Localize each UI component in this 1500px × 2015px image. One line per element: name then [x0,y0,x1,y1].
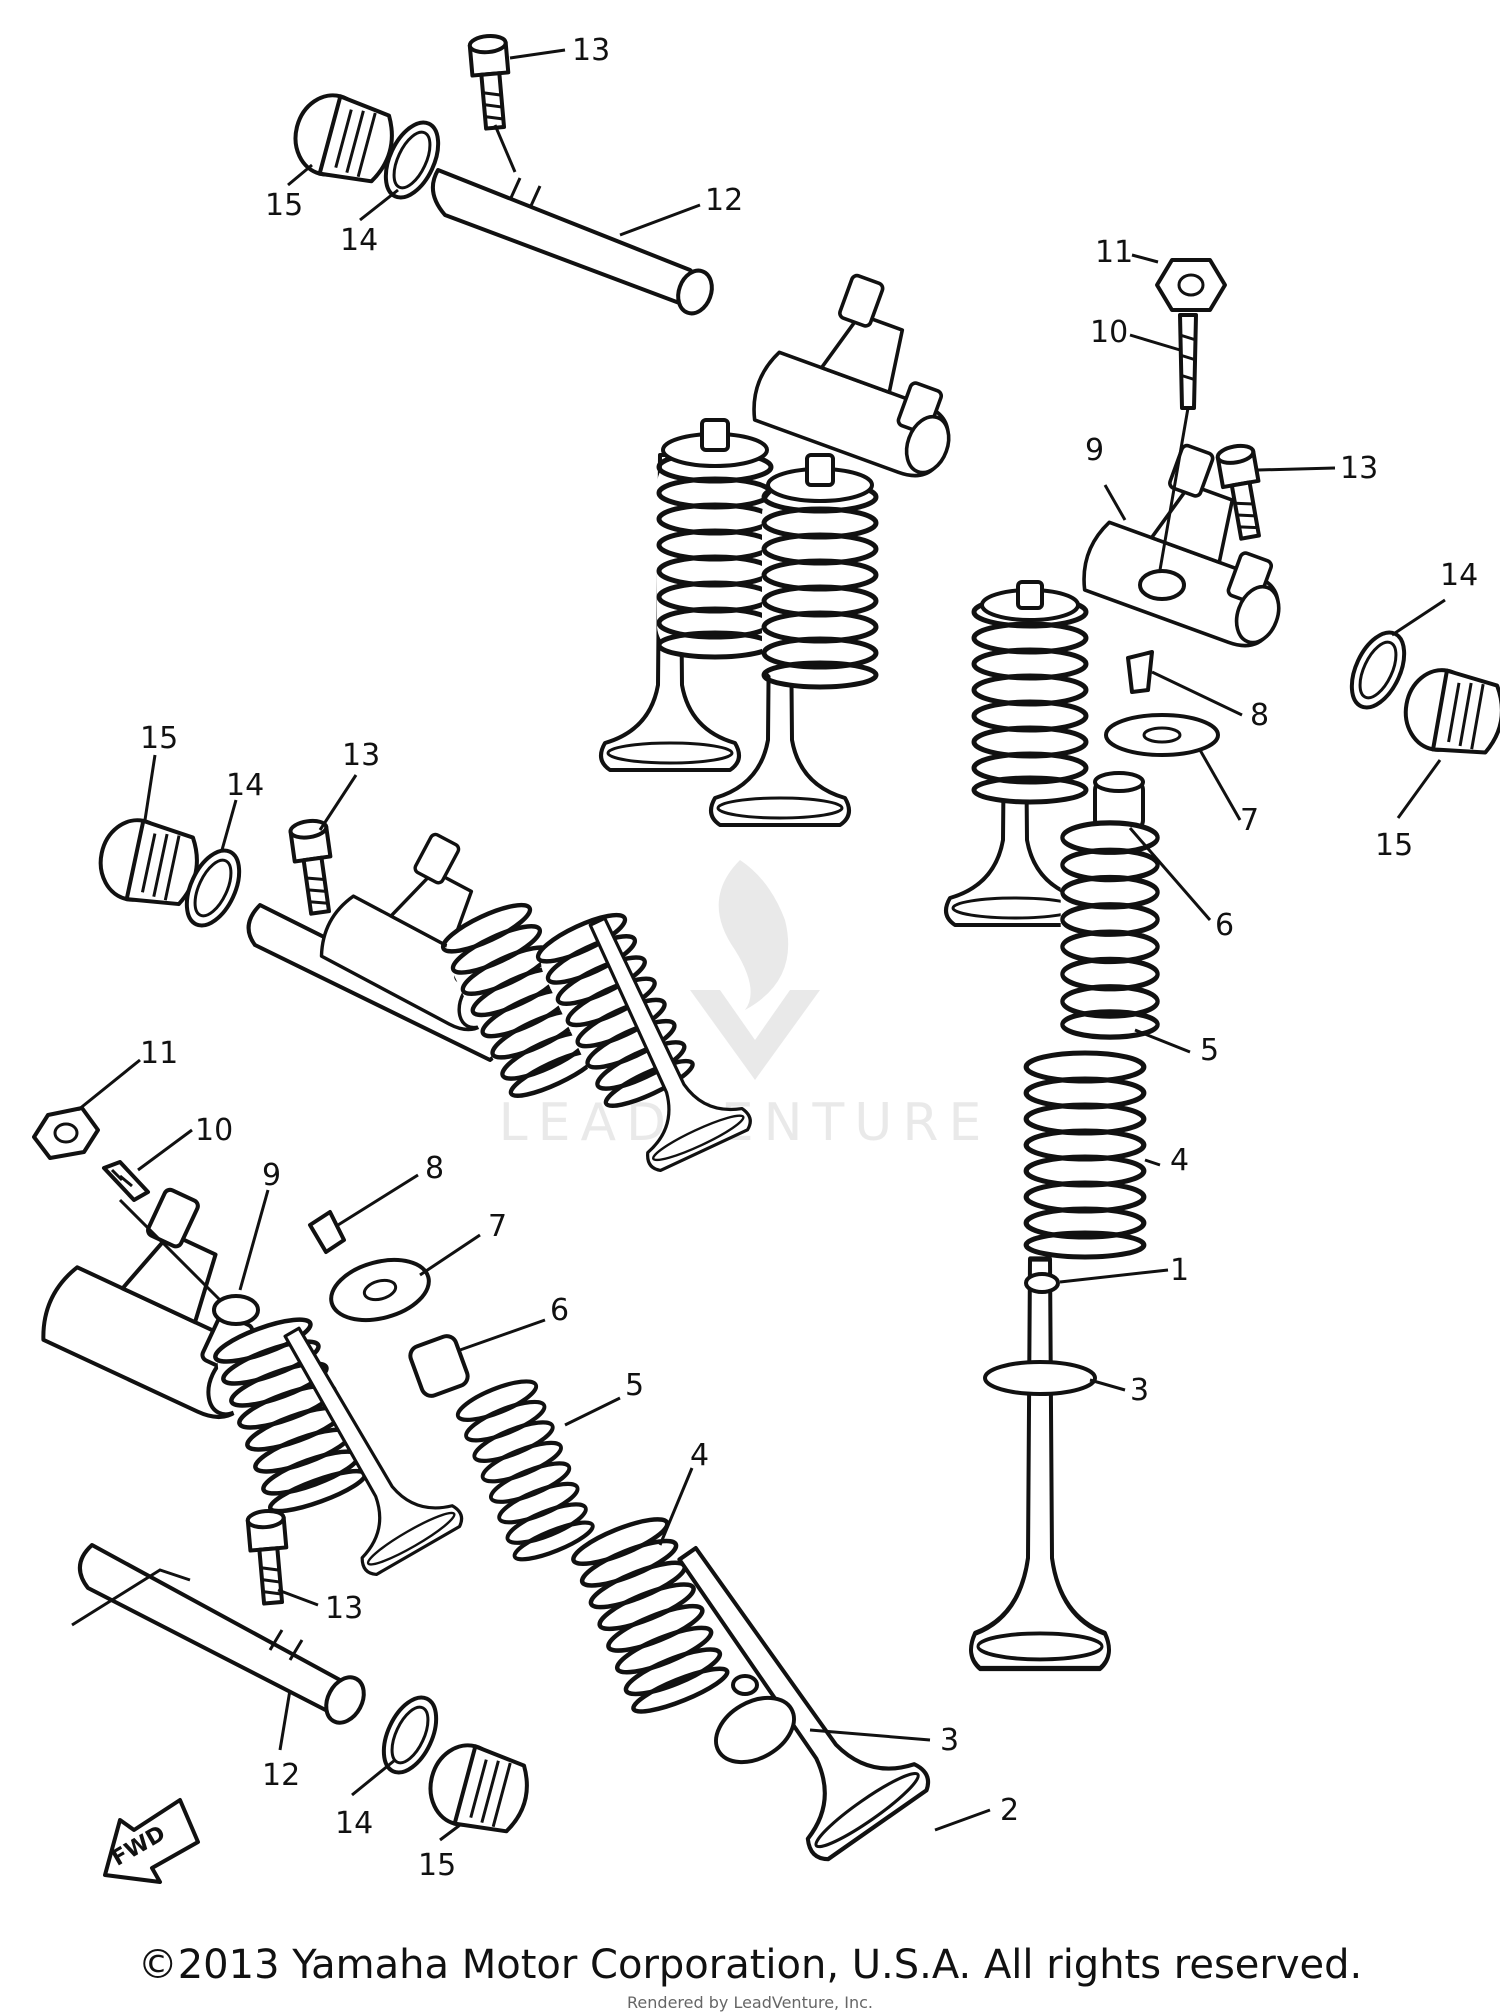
callouts: 1 2 3 3 4 4 5 5 6 6 7 7 8 8 9 9 10 10 11… [140,33,1478,1883]
callout-15-left: 15 [140,721,178,756]
fwd-arrow: FWD [103,1798,200,1884]
callout-5-right: 5 [1200,1033,1219,1068]
callout-12-bottom: 12 [262,1758,300,1793]
callout-3-right: 3 [1130,1373,1149,1408]
callout-4-bottom: 4 [690,1438,709,1473]
callout-4-right: 4 [1170,1143,1189,1178]
callout-13-left: 13 [342,738,380,773]
callout-2: 2 [1000,1793,1019,1828]
callout-7-right: 7 [1240,803,1259,838]
copyright-notice: ©2013 Yamaha Motor Corporation, U.S.A. A… [137,1942,1363,1988]
leader-lines [77,48,1446,1842]
callout-14-bottom: 14 [335,1806,373,1841]
callout-6-bottom: 6 [550,1293,569,1328]
parts-diagram: LEADVENTURE [32,32,1500,1884]
callout-15-bottom: 15 [418,1848,456,1883]
callout-6-right: 6 [1215,908,1234,943]
callout-9-bottom: 9 [262,1158,281,1193]
callout-11-bottom: 11 [140,1036,178,1071]
right-rocker-assembly [1074,258,1500,763]
callout-14-right: 14 [1440,558,1478,593]
callout-13-bottom: 13 [325,1591,363,1626]
callout-13-top: 13 [572,33,610,68]
callout-13-right: 13 [1340,451,1378,486]
callout-14-left: 14 [226,768,264,803]
top-center-valve-set [599,254,995,827]
callout-9-right: 9 [1085,433,1104,468]
right-valve-stack [944,580,1220,1669]
leadventure-watermark: LEADVENTURE [499,860,981,1153]
callout-12-top: 12 [705,183,743,218]
callout-1: 1 [1170,1253,1189,1288]
left-middle-rocker-assembly [91,807,756,1176]
callout-11-right: 11 [1095,235,1133,270]
callout-10-bottom: 10 [195,1113,233,1148]
bottom-center-valve-stack [308,1210,934,1864]
top-rocker-shaft-assembly [284,32,714,316]
callout-10-right: 10 [1090,315,1128,350]
callout-8-right: 8 [1250,698,1269,733]
callout-3-bottom: 3 [940,1723,959,1758]
callout-15-top: 15 [265,188,303,223]
callout-7-bottom: 7 [488,1209,507,1244]
callout-8-bottom: 8 [425,1151,444,1186]
bottom-left-rocker-assembly [32,1106,538,1842]
rendered-by-notice: Rendered by LeadVenture, Inc. [627,1993,873,2012]
callout-14-top: 14 [340,223,378,258]
callout-5-bottom: 5 [625,1368,644,1403]
callout-15-right: 15 [1375,828,1413,863]
